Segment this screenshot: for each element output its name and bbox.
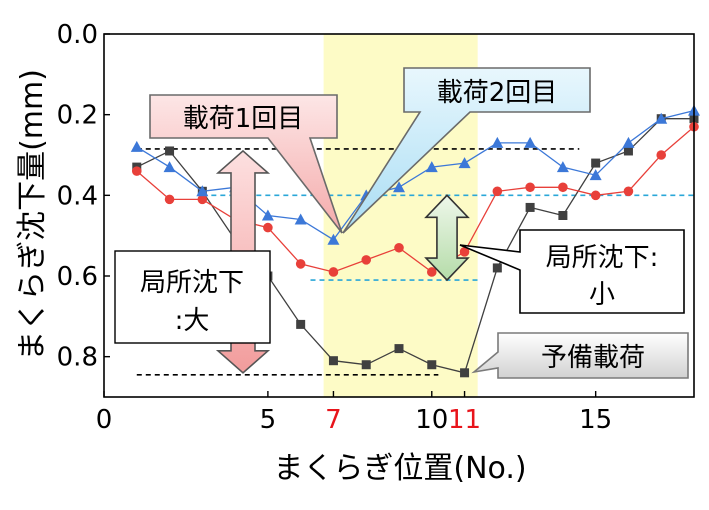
callout-local-small-box: [459, 229, 685, 314]
point-load1-13: [525, 182, 535, 193]
point-load1-10: [426, 267, 437, 277]
x-tick-label-5: 5: [260, 405, 277, 435]
point-preload-11: [460, 368, 470, 378]
y-tick-label-0.6: 0.6: [57, 262, 98, 292]
y-tick-label-0.2: 0.2: [57, 101, 98, 131]
point-load1-6: [295, 259, 306, 269]
point-load1-15: [590, 190, 601, 201]
point-load1-11: [459, 247, 470, 257]
point-load2-12: [491, 136, 504, 148]
point-load2-6: [294, 213, 307, 225]
plot-frame: [103, 33, 695, 398]
point-preload-2: [165, 146, 175, 156]
point-load1-12: [492, 186, 503, 197]
point-preload-10: [427, 360, 437, 370]
y-axis-title: まくらぎ沈下量(mm): [15, 69, 50, 361]
point-load1-14: [558, 182, 568, 193]
point-load1-9: [394, 242, 404, 253]
point-preload-14: [558, 211, 568, 220]
callout-local-large-box: [114, 250, 271, 344]
point-preload-13: [525, 202, 535, 212]
callout-load1-text: 載荷1回目: [183, 104, 304, 134]
point-load2-11: [458, 157, 471, 169]
series-line-load1: [136, 126, 695, 273]
point-load2-10: [425, 161, 438, 173]
callout-preload-box: [471, 332, 689, 379]
point-load1-2: [164, 194, 175, 205]
point-load2-9: [393, 181, 405, 193]
x-axis-title: まくらぎ位置(No.): [273, 451, 526, 486]
point-load2-5: [261, 209, 274, 221]
reference-lines-layer: [136, 148, 694, 376]
point-load1-17: [656, 150, 667, 160]
point-preload-16: [623, 146, 633, 156]
point-load2-15: [589, 169, 602, 181]
y-tick-label-0.0: 0.0: [57, 20, 98, 50]
point-preload-15: [591, 158, 601, 168]
point-load2-2: [163, 161, 176, 173]
point-preload-7: [328, 356, 338, 366]
point-load1-7: [328, 267, 339, 277]
callout-local-large-line2: :大: [175, 306, 210, 336]
point-load2-3: [196, 185, 209, 197]
series-line-load2: [136, 109, 695, 241]
point-load1-1: [131, 166, 142, 176]
x-tick-label-10: 10: [415, 405, 448, 435]
x-tick-label-15: 15: [579, 405, 612, 435]
point-load2-17: [655, 112, 668, 124]
callout-preload-text: 予備載荷: [541, 343, 645, 373]
point-load1-3: [197, 194, 208, 205]
point-load2-1: [130, 140, 143, 152]
point-preload-8: [361, 360, 371, 370]
point-load1-16: [623, 186, 634, 197]
callout-local-small-line1: 局所沈下:: [546, 243, 659, 273]
y-tick-label-0.8: 0.8: [57, 343, 98, 373]
point-load1-8: [361, 255, 372, 265]
point-load2-13: [524, 136, 537, 148]
point-preload-6: [296, 319, 306, 329]
x-tick-label-11: 11: [448, 405, 481, 435]
point-load1-5: [263, 222, 273, 233]
point-preload-9: [394, 344, 404, 354]
callout-load2-box: [342, 67, 591, 234]
series-line-preload: [136, 118, 694, 374]
point-load2-16: [622, 136, 635, 148]
callout-local-large-line1: 局所沈下: [140, 268, 244, 298]
point-load2-14: [556, 161, 569, 173]
callout-local-small-line2: 小: [589, 280, 615, 310]
point-preload-12: [492, 263, 502, 273]
point-load2-7: [327, 233, 340, 245]
series-layer: [130, 104, 700, 378]
arrow-local-small: [424, 194, 470, 282]
x-tick-label-7: 7: [325, 405, 342, 435]
y-tick-label-0.4: 0.4: [57, 181, 98, 211]
callout-load1-box: [149, 94, 343, 234]
x-tick-label-0: 0: [96, 405, 113, 435]
callout-load2-text: 載荷2回目: [437, 78, 558, 108]
